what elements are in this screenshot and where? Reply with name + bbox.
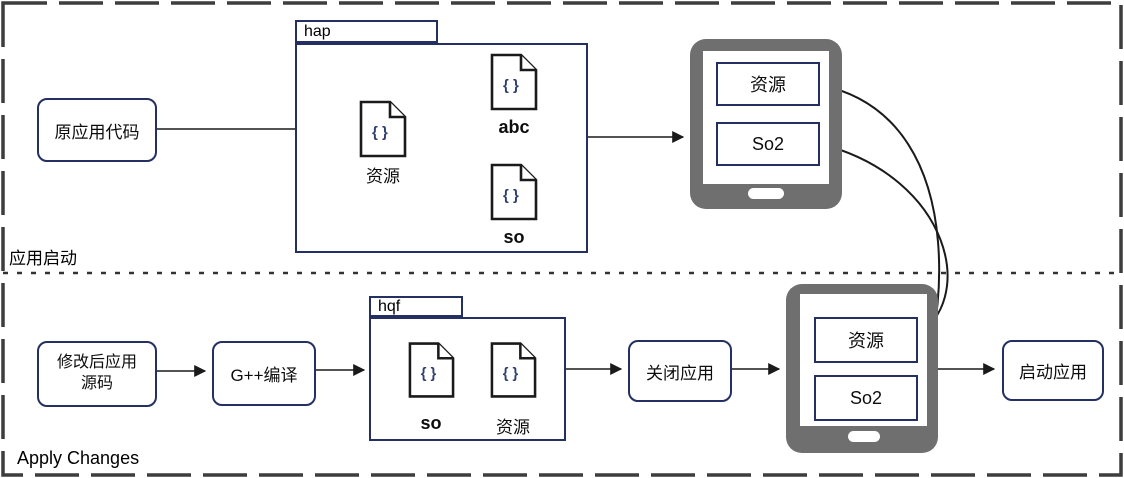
hqf-folder-name: hqf — [378, 297, 401, 315]
braces-glyph: { } — [421, 366, 437, 382]
original-app-code-node: 原应用代码 — [37, 98, 157, 162]
modified-source-label: 修改后应用源码 — [56, 354, 137, 392]
device-top-resource-label: 资源 — [750, 75, 786, 95]
braces-glyph: { } — [503, 77, 519, 94]
device-top-resource-module: 资源 — [716, 62, 820, 106]
file-icon: { } — [490, 53, 538, 111]
hap-folder-name: hap — [304, 22, 331, 40]
hqf-so-file: { } — [407, 341, 456, 404]
hqf-resource-label: 资源 — [496, 418, 530, 437]
bottom-section-label: Apply Changes — [17, 448, 140, 468]
device-bottom-so2-module: So2 — [814, 375, 918, 421]
modified-source-node: 修改后应用源码 — [37, 341, 157, 407]
file-icon: { } — [408, 342, 455, 398]
device-top: 资源 So2 — [690, 39, 842, 209]
file-icon: { } — [490, 163, 538, 221]
hap-abc-file: { } — [489, 53, 539, 116]
device-bottom-resource-module: 资源 — [814, 317, 918, 363]
device-top-so2-label: So2 — [751, 133, 785, 154]
gpp-compile-node: G++编译 — [212, 341, 316, 406]
file-icon: { } — [359, 100, 407, 158]
launch-app-node: 启动应用 — [1002, 340, 1104, 401]
device-bottom-so2-label: So2 — [849, 387, 883, 408]
launch-app-label: 启动应用 — [1019, 363, 1087, 382]
hqf-so-label: so — [420, 413, 442, 433]
hap-folder-body — [295, 43, 588, 253]
hap-abc-label: abc — [498, 117, 530, 137]
close-app-node: 关闭应用 — [628, 340, 732, 402]
hqf-resource-file: { } — [489, 341, 538, 404]
gpp-compile-label: G++编译 — [230, 366, 298, 385]
device-bottom: 资源 So2 — [786, 284, 938, 453]
braces-glyph: { } — [503, 366, 519, 382]
top-section-label: 应用启动 — [9, 249, 77, 268]
hap-resource-label: 资源 — [366, 167, 400, 186]
home-button — [848, 431, 880, 442]
hap-resource-file: { } — [358, 100, 408, 163]
original-app-code-label: 原应用代码 — [54, 122, 140, 142]
hqf-folder-tab: hqf — [369, 296, 463, 317]
hap-folder-tab: hap — [295, 20, 438, 43]
close-app-label: 关闭应用 — [646, 363, 714, 383]
hap-so-label: so — [503, 227, 525, 247]
braces-glyph: { } — [503, 187, 519, 204]
device-top-so2-module: So2 — [716, 122, 820, 166]
braces-glyph: { } — [372, 124, 388, 141]
hap-so-file: { } — [489, 163, 539, 226]
file-icon: { } — [490, 342, 537, 398]
device-bottom-resource-label: 资源 — [848, 331, 884, 351]
home-button — [748, 188, 784, 199]
